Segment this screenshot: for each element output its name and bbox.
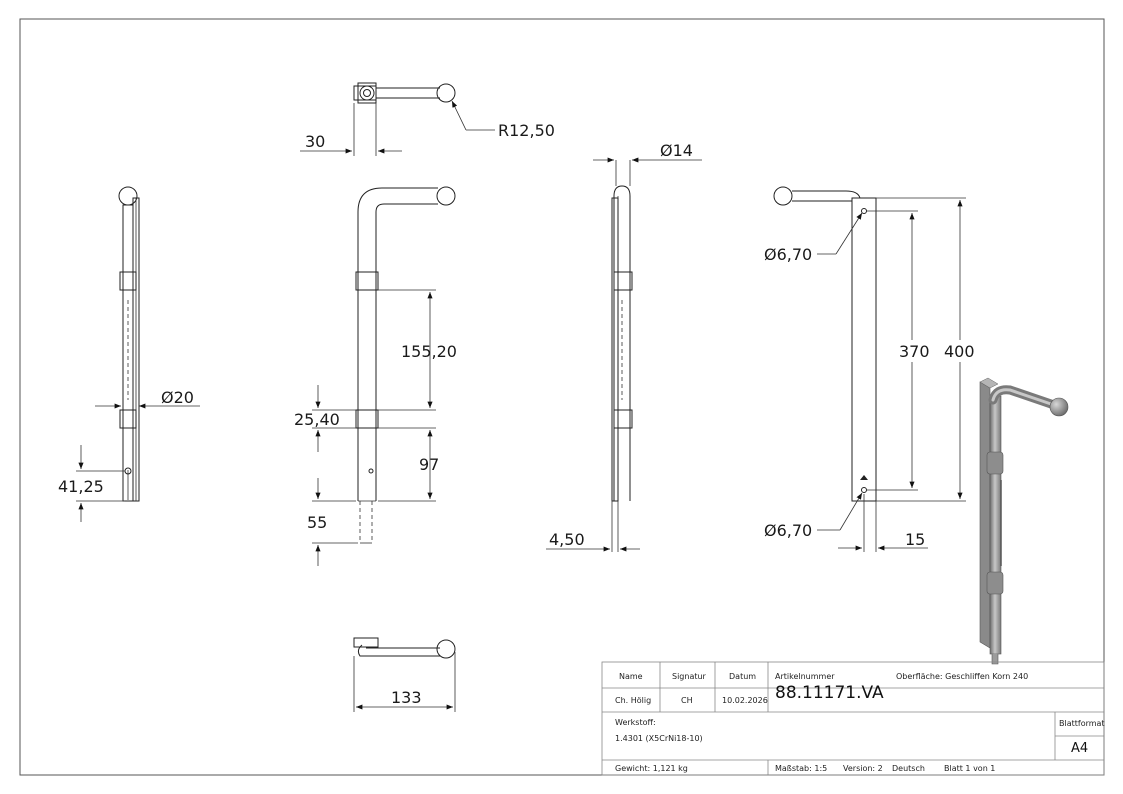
- tb-header-name: Name: [619, 672, 643, 681]
- tb-artikel-value: 88.11171.VA: [775, 683, 884, 703]
- tb-header-datum: Datum: [729, 672, 756, 681]
- tb-gewicht: Gewicht: 1,121 kg: [615, 764, 688, 773]
- dim-rear-hole-top: Ø6,70: [764, 245, 812, 264]
- dim-left-diameter: Ø20: [161, 388, 194, 407]
- tb-blatt: Blatt 1 von 1: [944, 764, 995, 773]
- tb-value-signatur: CH: [681, 696, 693, 705]
- side-left-view: Ø20 41,25: [58, 186, 200, 522]
- tb-artikel-label: Artikelnummer: [775, 672, 835, 681]
- rear-view: Ø6,70 370 400 Ø6,70 15: [764, 186, 975, 552]
- tb-value-datum: 10.02.2026: [722, 696, 768, 705]
- tb-value-name: Ch. Hölig: [615, 696, 651, 705]
- side-right-view: Ø14 4,50: [546, 141, 702, 552]
- dim-top-radius: R12,50: [498, 121, 555, 140]
- dim-rear-hole-spacing: 370: [899, 342, 930, 361]
- dim-bottom-length: 133: [391, 688, 422, 707]
- title-block: Name Signatur Datum Ch. Hölig CH 10.02.2…: [601, 661, 1105, 776]
- dim-rear-plate-height: 400: [944, 342, 975, 361]
- tb-oberflaeche: Oberfläche: Geschliffen Korn 240: [896, 672, 1028, 681]
- dim-rear-plate-offset: 15: [905, 530, 925, 549]
- tb-werkstoff-label: Werkstoff:: [615, 718, 656, 727]
- iso-render: [979, 377, 1069, 665]
- tb-header-signatur: Signatur: [672, 672, 707, 681]
- tb-blattformat-value: A4: [1071, 741, 1088, 756]
- bottom-view: 133: [353, 637, 456, 712]
- tb-blattformat-label: Blattformat: [1059, 719, 1105, 728]
- sheet-frame: [19, 18, 1105, 776]
- tb-sprache: Deutsch: [892, 764, 925, 773]
- dim-right-diameter: Ø14: [660, 141, 693, 160]
- dim-left-height: 41,25: [58, 477, 104, 496]
- tb-version: Version: 2: [843, 764, 883, 773]
- dim-rear-hole-bottom: Ø6,70: [764, 521, 812, 540]
- dim-top-width: 30: [305, 132, 325, 151]
- tb-werkstoff-value: 1.4301 (X5CrNi18-10): [615, 734, 703, 743]
- top-view: 30 R12,50: [300, 82, 555, 156]
- dim-front-bottom: 97: [419, 455, 439, 474]
- dim-right-plate: 4,50: [549, 530, 585, 549]
- dim-front-spacing: 155,20: [401, 342, 457, 361]
- tb-massstab: Maßstab: 1:5: [775, 764, 827, 773]
- dim-front-bracket: 25,40: [294, 410, 340, 429]
- dim-front-extension: 55: [307, 513, 327, 532]
- front-view: 155,20 25,40 97 55: [294, 186, 457, 566]
